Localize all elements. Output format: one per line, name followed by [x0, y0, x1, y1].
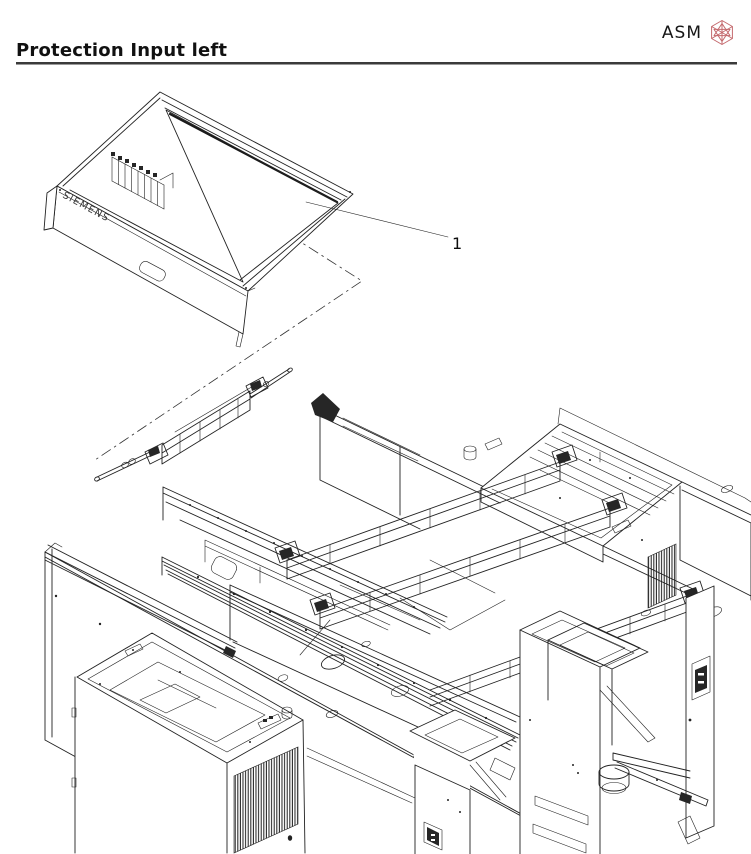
- machine-deck: [229, 584, 521, 804]
- lower-right-rails: [612, 752, 709, 807]
- asm-logo: ASM: [662, 19, 735, 47]
- right-bay-tub: [463, 407, 751, 618]
- left-bay-back-wall: [311, 393, 506, 530]
- callout-1-number: 1: [452, 234, 462, 253]
- machine-assembly-drawing: [44, 367, 751, 854]
- right-pillar: [677, 585, 715, 845]
- title-rule: [16, 62, 737, 65]
- cover-card-slots: [111, 152, 174, 210]
- hexagon-gem-icon: [711, 20, 733, 45]
- protection-cover-drawing: SIEMENS: [43, 91, 354, 348]
- callout-1: 1: [305, 201, 462, 253]
- pedestal-column-center: [519, 610, 656, 854]
- page-title: Protection Input left: [16, 40, 228, 61]
- left-bay-rails: [162, 486, 448, 635]
- right-mid-tub: [547, 622, 649, 746]
- crossbeam-upper: [274, 444, 578, 580]
- cover-handle: [139, 261, 166, 282]
- lower-left-cabinet: [71, 632, 307, 854]
- front-rail-bundle: [161, 556, 521, 751]
- pedestal-column-left: [409, 709, 516, 854]
- crossbeam-middle: [299, 492, 628, 656]
- left-side-wall: [44, 542, 238, 807]
- gantry-beam-exploded: [94, 367, 293, 482]
- asm-logo-text: ASM: [661, 23, 702, 43]
